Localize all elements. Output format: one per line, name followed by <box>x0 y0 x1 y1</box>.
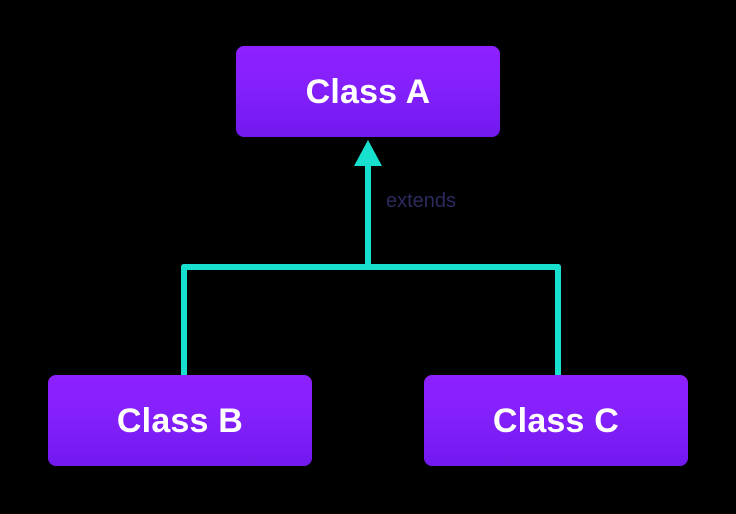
class-node-label: Class B <box>116 401 244 440</box>
class-node-class-b[interactable]: Class B <box>48 375 312 466</box>
inheritance-arrow-head <box>354 140 382 166</box>
class-node-label: Class A <box>305 72 431 111</box>
class-node-class-a[interactable]: Class A <box>236 46 500 137</box>
class-node-class-c[interactable]: Class C <box>424 375 688 466</box>
class-node-label: Class C <box>492 401 620 440</box>
edge-label-extends: extends <box>386 190 457 212</box>
